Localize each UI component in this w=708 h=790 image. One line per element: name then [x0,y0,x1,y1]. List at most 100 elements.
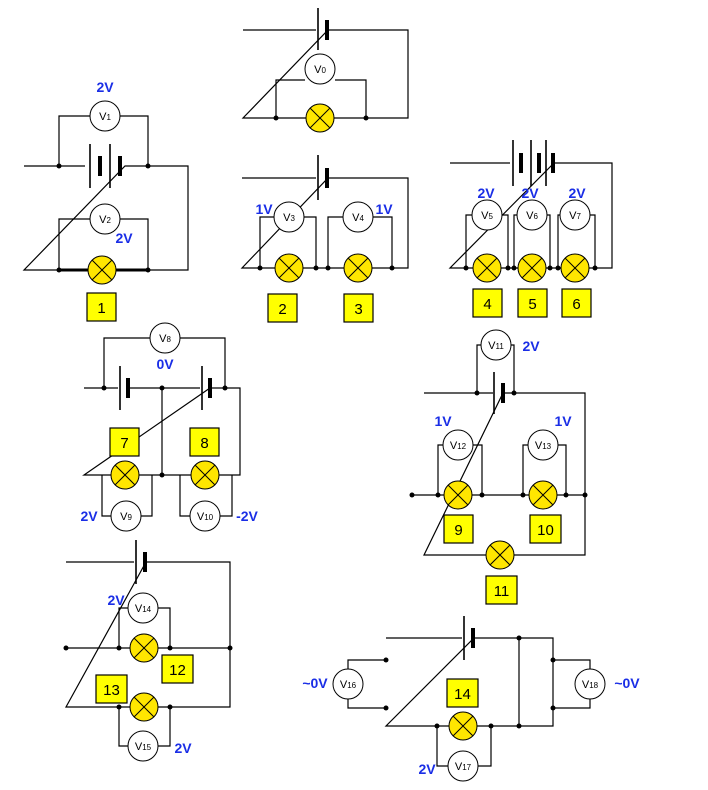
reading-v2: 2V [115,230,133,246]
svg-text:V15: V15 [135,741,152,753]
lamp-icon [472,253,502,283]
circuit-0: V0 [241,8,409,133]
circuit-14: V16 ~0V V18 ~0V V17 2V 14 [302,616,640,782]
lamp-label-5: 5 [517,288,548,318]
voltmeter-icon: V1 [89,100,121,132]
svg-text:V6: V6 [526,210,538,222]
lamp-label-14: 14 [446,678,479,708]
lamp-label-4: 4 [472,288,503,318]
lamp-icon [87,255,117,285]
svg-text:6: 6 [572,296,580,313]
lamp-icon [110,460,140,490]
voltmeter-icon: V13 [527,429,559,461]
svg-text:V17: V17 [455,761,472,773]
circuit-12-13: V14 2V V15 2V 12 13 [63,540,233,762]
svg-text:V3: V3 [283,212,295,224]
reading-v17: 2V [418,761,436,777]
reading-v7: 2V [568,185,586,201]
svg-text:V4: V4 [352,212,364,224]
reading-v5: 2V [477,185,495,201]
lamp-icon [448,711,478,741]
lamp-icon [485,540,515,570]
reading-v13: 1V [554,413,572,429]
lamp-icon [305,103,335,133]
svg-text:V5: V5 [481,210,493,222]
voltmeter-icon: V16 [332,668,364,700]
svg-text:8: 8 [200,435,208,452]
circuit-9-10-11: V11 2V V12 1V V13 1V 9 1 [409,329,588,605]
lamp-icon [129,633,159,663]
reading-v8: 0V [156,356,174,372]
svg-text:11: 11 [494,583,510,600]
lamp-icon [343,253,373,283]
circuit-4-5-6: V5 2V V6 2V V7 2V 4 5 [448,140,613,318]
svg-text:V2: V2 [99,214,111,226]
voltmeter-icon: V4 [342,201,374,233]
voltmeter-icon: V10 [189,500,221,532]
voltmeter-icon: V11 [480,329,512,361]
reading-v14: 2V [107,592,125,608]
lamp-label-7: 7 [109,427,140,457]
svg-text:V16: V16 [340,679,357,691]
reading-v15: 2V [174,740,192,756]
reading-v4: 1V [375,201,393,217]
circuit-1: V1 2V V2 2V 1 [22,79,189,322]
circuit-2-3: V3 1V V4 1V 2 3 [240,155,409,323]
svg-text:V11: V11 [488,340,504,352]
voltmeter-icon: V17 [447,750,479,782]
svg-text:V12: V12 [450,440,467,452]
voltmeter-icon: V12 [442,429,474,461]
svg-text:12: 12 [169,662,186,679]
reading-v12: 1V [434,413,452,429]
svg-text:V14: V14 [135,603,152,615]
reading-v3: 1V [255,201,273,217]
svg-text:14: 14 [454,686,471,703]
voltmeter-icon: V14 [127,592,159,624]
lamp-label-10: 10 [529,514,562,544]
lamp-icon [560,253,590,283]
lamp-label-3: 3 [343,293,374,323]
voltmeter-icon: V0 [304,53,336,85]
lamp-icon [517,253,547,283]
svg-text:V18: V18 [582,679,599,691]
svg-text:13: 13 [103,682,120,699]
voltmeter-icon: V6 [516,199,548,231]
lamp-icon [443,480,473,510]
lamp-label-6: 6 [561,288,592,318]
svg-text:4: 4 [483,296,491,313]
svg-text:V7: V7 [569,210,581,222]
lamp-label-11: 11 [485,575,518,605]
voltmeter-icon: V3 [273,201,305,233]
reading-v16: ~0V [302,675,328,691]
voltmeter-icon: V2 [89,203,121,235]
svg-text:3: 3 [354,301,362,318]
svg-text:5: 5 [528,296,536,313]
svg-text:V8: V8 [159,333,171,345]
svg-text:V10: V10 [197,511,214,523]
svg-text:2: 2 [278,301,286,318]
reading-v6: 2V [521,185,539,201]
voltmeter-icon: V7 [559,199,591,231]
svg-text:9: 9 [454,522,462,539]
lamp-icon [129,692,159,722]
voltmeter-icon: V8 [149,322,181,354]
reading-v1: 2V [96,79,114,95]
lamp-label-13: 13 [95,674,128,704]
voltmeter-icon: V18 [574,668,606,700]
lamp-label-12: 12 [161,654,194,684]
lamp-icon [274,253,304,283]
svg-text:1: 1 [97,300,105,317]
svg-text:V9: V9 [120,511,132,523]
lamp-label-2: 2 [267,293,298,323]
circuit-7-8: V8 0V V9 2V V10 -2V 7 8 [80,322,259,532]
voltmeter-icon: V15 [127,730,159,762]
svg-text:V13: V13 [535,440,552,452]
lamp-icon [190,460,220,490]
svg-text:10: 10 [537,522,554,539]
lamp-label-1: 1 [86,292,117,322]
lamp-icon [528,480,558,510]
lamp-label-9: 9 [443,514,474,544]
svg-text:7: 7 [120,435,128,452]
reading-v18: ~0V [614,675,640,691]
